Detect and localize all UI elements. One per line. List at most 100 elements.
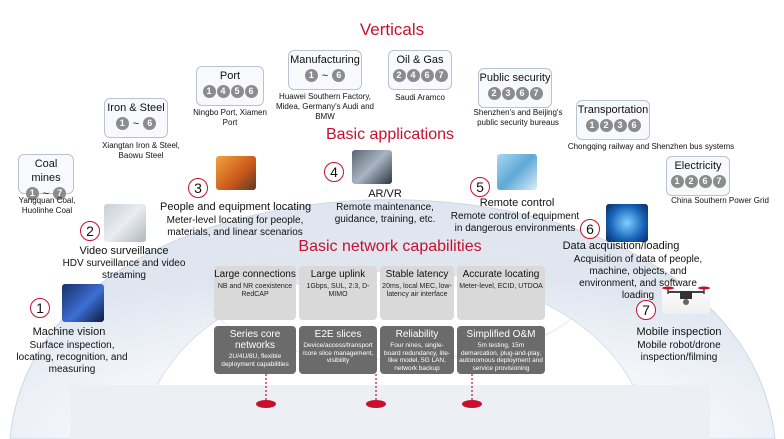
app-title: Machine vision	[32, 326, 106, 338]
foundation-e2e-slices: E2E slices Device/access/transport /core…	[299, 326, 377, 374]
foundation-title: Simplified O&M	[466, 329, 536, 340]
app-title: AR/VR	[368, 188, 402, 200]
app-description: Acquisition of data of people, machine, …	[573, 254, 703, 301]
app-description: Remote control of equipment in dangerous…	[450, 211, 580, 234]
app-description: Meter-level locating for people, materia…	[166, 215, 304, 238]
pin-base	[462, 400, 482, 408]
basic-applications-title: Basic applications	[325, 126, 455, 143]
data-acquisition-image	[606, 204, 648, 242]
app-description: Mobile robot/drone inspection/filming	[637, 340, 721, 363]
factory-ground	[70, 385, 710, 439]
app-number: 1	[30, 298, 50, 318]
locating-image	[216, 156, 256, 190]
capability-title: Large uplink	[310, 269, 366, 280]
foundation-description: 2U/4U/8U, flexible deployment capabiliti…	[221, 353, 289, 368]
vertical-caption: China Southern Power Grid	[671, 196, 769, 205]
vertical-name: Public security	[479, 72, 551, 84]
vertical-caption: Ningbo Port, Xiamen Port	[193, 108, 267, 127]
vertical-name: Electricity	[674, 160, 722, 172]
range-sep: ~	[321, 69, 329, 82]
badge: 1	[25, 187, 39, 200]
badge: 1	[670, 175, 684, 188]
capability-title: Stable latency	[385, 269, 449, 280]
badge: 1	[202, 85, 216, 98]
capability-accurate-locating: Accurate locating Meter-level, ECID, UTD…	[457, 266, 545, 320]
capability-description: Meter-level, ECID, UTDOA	[459, 283, 543, 290]
app-title: People and equipment locating	[160, 201, 312, 213]
badge: 7	[712, 175, 726, 188]
app-title: Mobile inspection	[636, 326, 722, 338]
badge: 7	[434, 69, 448, 82]
foundation-title: E2E slices	[314, 329, 362, 340]
range-sep: ~	[42, 187, 50, 200]
capability-description: 1Gbps, SUL, 2:3, D-MIMO	[306, 283, 370, 298]
pin-base	[256, 400, 276, 408]
app-number: 5	[470, 177, 490, 197]
ar-vr-image	[352, 150, 392, 184]
drone-image	[662, 282, 710, 314]
vertical-name: Oil & Gas	[396, 54, 444, 66]
machine-vision-image	[62, 284, 104, 322]
badge: 3	[613, 119, 627, 132]
capability-title: Accurate locating	[462, 269, 540, 280]
app-number: 6	[580, 219, 600, 239]
vertical-name: Coal mines	[31, 158, 61, 184]
capability-large-uplink: Large uplink 1Gbps, SUL, 2:3, D-MIMO	[299, 266, 377, 320]
vertical-caption: Shenzhen's and Beijing's public security…	[473, 108, 563, 127]
badge: 4	[216, 85, 230, 98]
badge: 1	[585, 119, 599, 132]
vertical-caption: Saudi Aramco	[395, 93, 445, 102]
vertical-coal-mines: Coal mines 1~7	[18, 154, 74, 200]
capability-title: Large connections	[214, 269, 296, 280]
vertical-caption: Chongqing railway and Shenzhen bus syste…	[567, 142, 735, 151]
badge: 6	[420, 69, 434, 82]
app-description: HDV surveillance and video streaming	[62, 258, 186, 281]
badge: 6	[143, 117, 157, 130]
vertical-name: Transportation	[577, 104, 649, 116]
remote-control-image	[497, 154, 537, 190]
foundation-title: Reliability	[395, 329, 439, 340]
foundation-simplified-om: Simplified O&M 5m testing, 15m demarcati…	[457, 326, 545, 374]
foundation-description: Four nines, single-board redundancy, lit…	[383, 342, 450, 372]
foundation-description: Device/access/transport /core slice mana…	[302, 342, 374, 364]
badge: 6	[332, 69, 346, 82]
badge: 1	[304, 69, 318, 82]
vertical-name: Iron & Steel	[107, 102, 165, 114]
badge: 6	[244, 85, 258, 98]
badge: 5	[230, 85, 244, 98]
range-sep: ~	[132, 117, 140, 130]
app-description: Surface inspection, locating, recognitio…	[16, 340, 128, 375]
badge: 7	[53, 187, 67, 200]
verticals-title: Verticals	[359, 20, 425, 39]
app-title: Remote control	[479, 197, 555, 209]
foundation-title: Series core networks	[229, 329, 281, 351]
app-number: 3	[188, 178, 208, 198]
badge: 6	[627, 119, 641, 132]
badge: 2	[487, 87, 501, 100]
badge: 2	[392, 69, 406, 82]
capability-large-connections: Large connections NB and NR coexistence …	[214, 266, 296, 320]
capability-description: 20ms, local MEC, low-latency air interfa…	[382, 283, 452, 298]
app-description: Remote maintenance, guidance, training, …	[334, 202, 436, 225]
app-title: Data acquisition/loading	[562, 240, 680, 252]
vertical-iron-steel: Iron & Steel 1~6	[104, 98, 168, 138]
badge: 6	[515, 87, 529, 100]
badge: 2	[684, 175, 698, 188]
video-surveillance-image	[104, 204, 146, 242]
vertical-name: Port	[219, 70, 241, 82]
pin-base	[366, 400, 386, 408]
app-number: 7	[636, 300, 656, 320]
badge: 4	[406, 69, 420, 82]
app-number: 2	[80, 221, 100, 241]
vertical-manufacturing: Manufacturing 1~6	[288, 50, 362, 90]
badge: 2	[599, 119, 613, 132]
vertical-caption: Xiangtan Iron & Steel, Baowu Steel	[102, 141, 180, 160]
vertical-caption: Yangquan Coal, Huolinhe Coal	[18, 196, 76, 215]
foundation-reliability: Reliability Four nines, single-board red…	[380, 326, 454, 374]
